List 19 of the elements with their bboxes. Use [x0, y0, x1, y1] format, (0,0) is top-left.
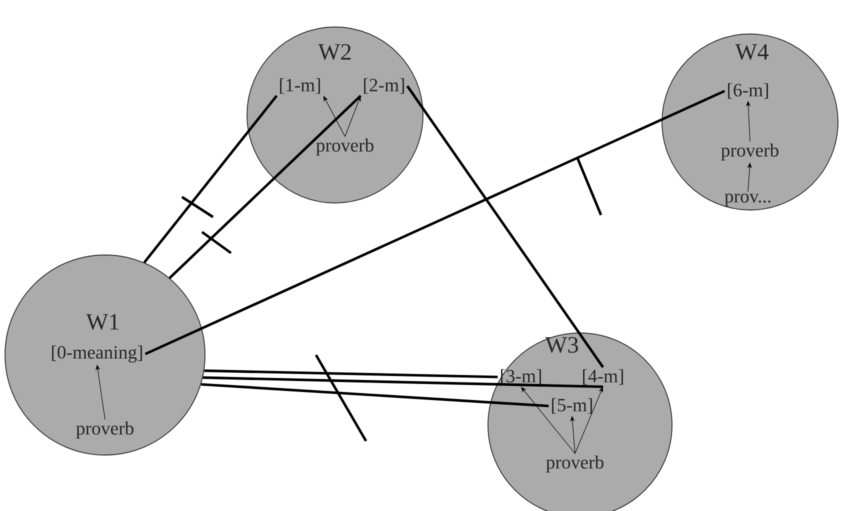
label: proverb [721, 144, 778, 160]
label: [5-m] [552, 398, 592, 414]
connector-line [204, 369, 498, 378]
label: prov... [724, 194, 770, 206]
connector-line [144, 90, 726, 356]
connector-line [406, 85, 604, 368]
label: [4-m] [583, 369, 623, 385]
arrow [747, 162, 752, 192]
label: proverb [316, 138, 374, 156]
label: [1-m] [280, 78, 320, 94]
label: [6-m] [728, 83, 768, 99]
connector-line [202, 376, 604, 388]
label: proverb [546, 456, 604, 472]
label: [0-meaning] [52, 345, 142, 363]
label: [2-m] [364, 78, 404, 94]
connector-line [143, 94, 278, 264]
connector-line [201, 383, 549, 408]
connector-line [168, 94, 362, 279]
label: proverb [76, 422, 134, 438]
